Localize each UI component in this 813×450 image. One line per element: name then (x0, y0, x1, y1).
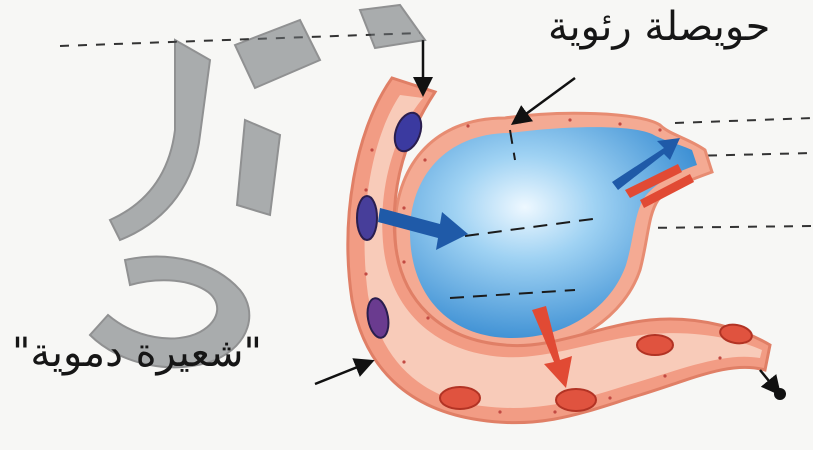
oxygenated-blood-cell (556, 389, 596, 411)
capillary-label: "شعيرة دموية" (12, 330, 262, 376)
alveolus-label: حويصلة رئوية (548, 4, 770, 50)
oxygenated-blood-cell (440, 387, 480, 409)
blood-flow-end-dot (774, 388, 786, 400)
oxygenated-blood-cell (637, 335, 673, 355)
deoxygenated-blood-cell (357, 196, 377, 240)
